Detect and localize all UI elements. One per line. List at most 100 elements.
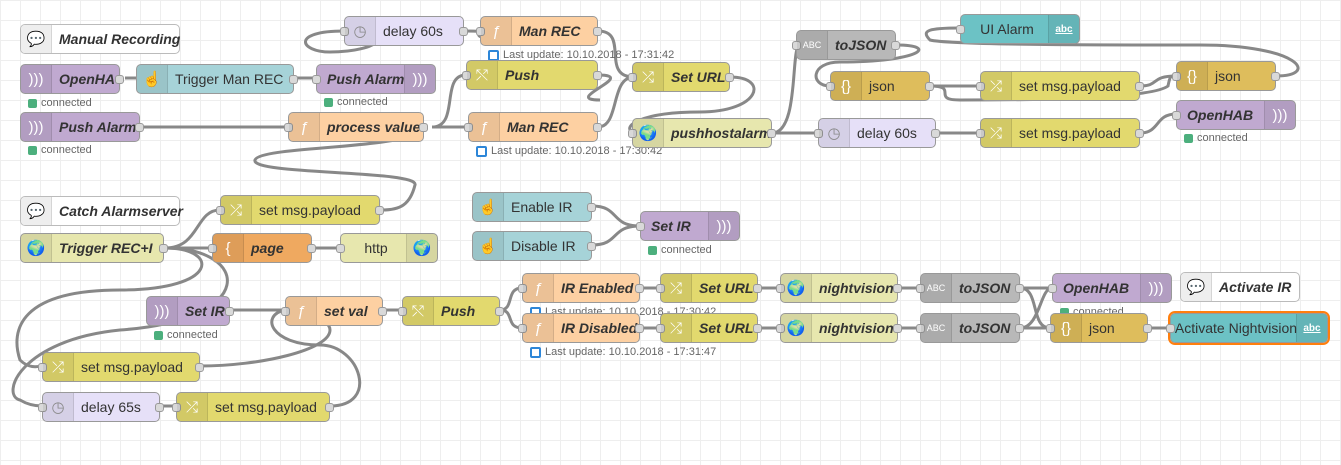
input-port[interactable] xyxy=(518,284,527,293)
input-port[interactable] xyxy=(776,324,785,333)
change-set-url-b2[interactable]: ⤮ Set URL xyxy=(656,313,762,343)
output-port[interactable] xyxy=(155,403,164,412)
template-page[interactable]: { page xyxy=(208,233,316,263)
output-port[interactable] xyxy=(587,203,596,212)
output-port[interactable] xyxy=(587,242,596,251)
function-man-rec-top[interactable]: ƒ Man REC xyxy=(476,16,602,46)
input-port[interactable] xyxy=(628,73,637,82)
input-port[interactable] xyxy=(656,324,665,333)
input-port[interactable] xyxy=(814,129,823,138)
input-port[interactable] xyxy=(38,403,47,412)
input-port[interactable] xyxy=(636,222,645,231)
function-set-val[interactable]: ƒ set val xyxy=(281,296,387,326)
output-port[interactable] xyxy=(893,284,902,293)
output-port[interactable] xyxy=(225,307,234,316)
function-ir-disabled[interactable]: ƒ IR Disabled xyxy=(518,313,644,343)
output-port[interactable] xyxy=(893,324,902,333)
output-port[interactable] xyxy=(1015,284,1024,293)
switch-push[interactable]: ⤲ Push xyxy=(462,60,602,90)
mqtt-out-openhab-bottom[interactable]: OpenHAB ))) xyxy=(1048,273,1172,303)
output-port[interactable] xyxy=(419,123,428,132)
mqtt-in-push-alarm[interactable]: ))) Push Alarm xyxy=(20,112,144,142)
output-port[interactable] xyxy=(195,363,204,372)
input-port[interactable] xyxy=(398,307,407,316)
input-port[interactable] xyxy=(216,206,225,215)
input-port[interactable] xyxy=(916,324,925,333)
output-port[interactable] xyxy=(931,129,940,138)
mqtt-in-openhab[interactable]: ))) OpenHA xyxy=(20,64,124,94)
input-port[interactable] xyxy=(462,71,471,80)
input-port[interactable] xyxy=(656,284,665,293)
output-port[interactable] xyxy=(159,244,168,253)
comment-manual-recording[interactable]: 💬 Manual Recording xyxy=(20,24,180,54)
change-set-payload-b1[interactable]: ⤮ set msg.payload xyxy=(38,352,204,382)
input-port[interactable] xyxy=(38,363,47,372)
json-bottom[interactable]: {} json xyxy=(1046,313,1152,343)
comment-activate-ir[interactable]: 💬 Activate IR xyxy=(1180,272,1300,302)
input-port[interactable] xyxy=(826,82,835,91)
input-port[interactable] xyxy=(916,284,925,293)
output-port[interactable] xyxy=(1135,129,1144,138)
output-port[interactable] xyxy=(135,123,144,132)
comment-catch-alarmserver[interactable]: 💬 Catch Alarmserver xyxy=(20,196,183,226)
input-port[interactable] xyxy=(976,129,985,138)
output-port[interactable] xyxy=(378,307,387,316)
output-port[interactable] xyxy=(1135,82,1144,91)
output-port[interactable] xyxy=(1143,324,1152,333)
input-port[interactable] xyxy=(208,244,217,253)
function-ir-enabled[interactable]: ƒ IR Enabled xyxy=(518,273,644,303)
mqtt-in-set-ir-bottom[interactable]: ))) Set IR xyxy=(146,296,234,326)
output-port[interactable] xyxy=(115,75,124,84)
output-port[interactable] xyxy=(495,307,504,316)
input-port[interactable] xyxy=(1172,111,1181,120)
output-port[interactable] xyxy=(1015,324,1024,333)
input-port[interactable] xyxy=(476,27,485,36)
output-port[interactable] xyxy=(753,324,762,333)
input-port[interactable] xyxy=(518,324,527,333)
inject-trigger-man-rec[interactable]: ☝ Trigger Man REC xyxy=(136,64,298,94)
input-port[interactable] xyxy=(1048,284,1057,293)
input-port[interactable] xyxy=(976,82,985,91)
http-response[interactable]: http 🌍 xyxy=(336,233,438,263)
change-set-url-b1[interactable]: ⤮ Set URL xyxy=(656,273,762,303)
change-set-payload-top1[interactable]: ⤮ set msg.payload xyxy=(976,71,1144,101)
output-port[interactable] xyxy=(1271,72,1280,81)
output-port[interactable] xyxy=(635,324,644,333)
http-request-nightvision-2[interactable]: 🌍 nightvision xyxy=(776,313,902,343)
output-port[interactable] xyxy=(307,244,316,253)
output-port[interactable] xyxy=(593,71,602,80)
output-port[interactable] xyxy=(593,27,602,36)
template-tojson-top[interactable]: ABC toJSON xyxy=(792,30,900,60)
input-port[interactable] xyxy=(628,129,637,138)
change-set-url-top[interactable]: ⤮ Set URL xyxy=(628,62,734,92)
delay-65s[interactable]: ◷ delay 65s xyxy=(38,392,164,422)
mqtt-out-set-ir-top[interactable]: Set IR ))) xyxy=(636,211,740,241)
input-port[interactable] xyxy=(281,307,290,316)
input-port[interactable] xyxy=(340,27,349,36)
input-port[interactable] xyxy=(284,123,293,132)
mqtt-out-push-alarm[interactable]: Push Alarm ))) xyxy=(312,64,436,94)
mqtt-out-openhab-right[interactable]: OpenHAB ))) xyxy=(1172,100,1296,130)
output-port[interactable] xyxy=(725,73,734,82)
input-port[interactable] xyxy=(1172,72,1181,81)
output-port[interactable] xyxy=(635,284,644,293)
json-top[interactable]: {} json xyxy=(826,71,934,101)
delay-60s-mid[interactable]: ◷ delay 60s xyxy=(814,118,940,148)
inject-disable-ir[interactable]: ☝ Disable IR xyxy=(472,231,596,261)
change-set-payload-catch[interactable]: ⤮ set msg.payload xyxy=(216,195,384,225)
switch-push-bottom[interactable]: ⤲ Push xyxy=(398,296,504,326)
output-port[interactable] xyxy=(753,284,762,293)
template-tojson-b1[interactable]: ABC toJSON xyxy=(916,273,1024,303)
http-request-pushhostalarm[interactable]: 🌍 pushhostalarm xyxy=(628,118,776,148)
input-port[interactable] xyxy=(464,123,473,132)
input-port[interactable] xyxy=(956,25,965,34)
inject-enable-ir[interactable]: ☝ Enable IR xyxy=(472,192,596,222)
input-port[interactable] xyxy=(1166,324,1175,333)
output-port[interactable] xyxy=(925,82,934,91)
input-port[interactable] xyxy=(1046,324,1055,333)
input-port[interactable] xyxy=(336,244,345,253)
json-right[interactable]: {} json xyxy=(1172,61,1280,91)
input-port[interactable] xyxy=(312,75,321,84)
output-port[interactable] xyxy=(593,123,602,132)
ui-text-ui-alarm[interactable]: UI Alarm abc xyxy=(956,14,1080,44)
